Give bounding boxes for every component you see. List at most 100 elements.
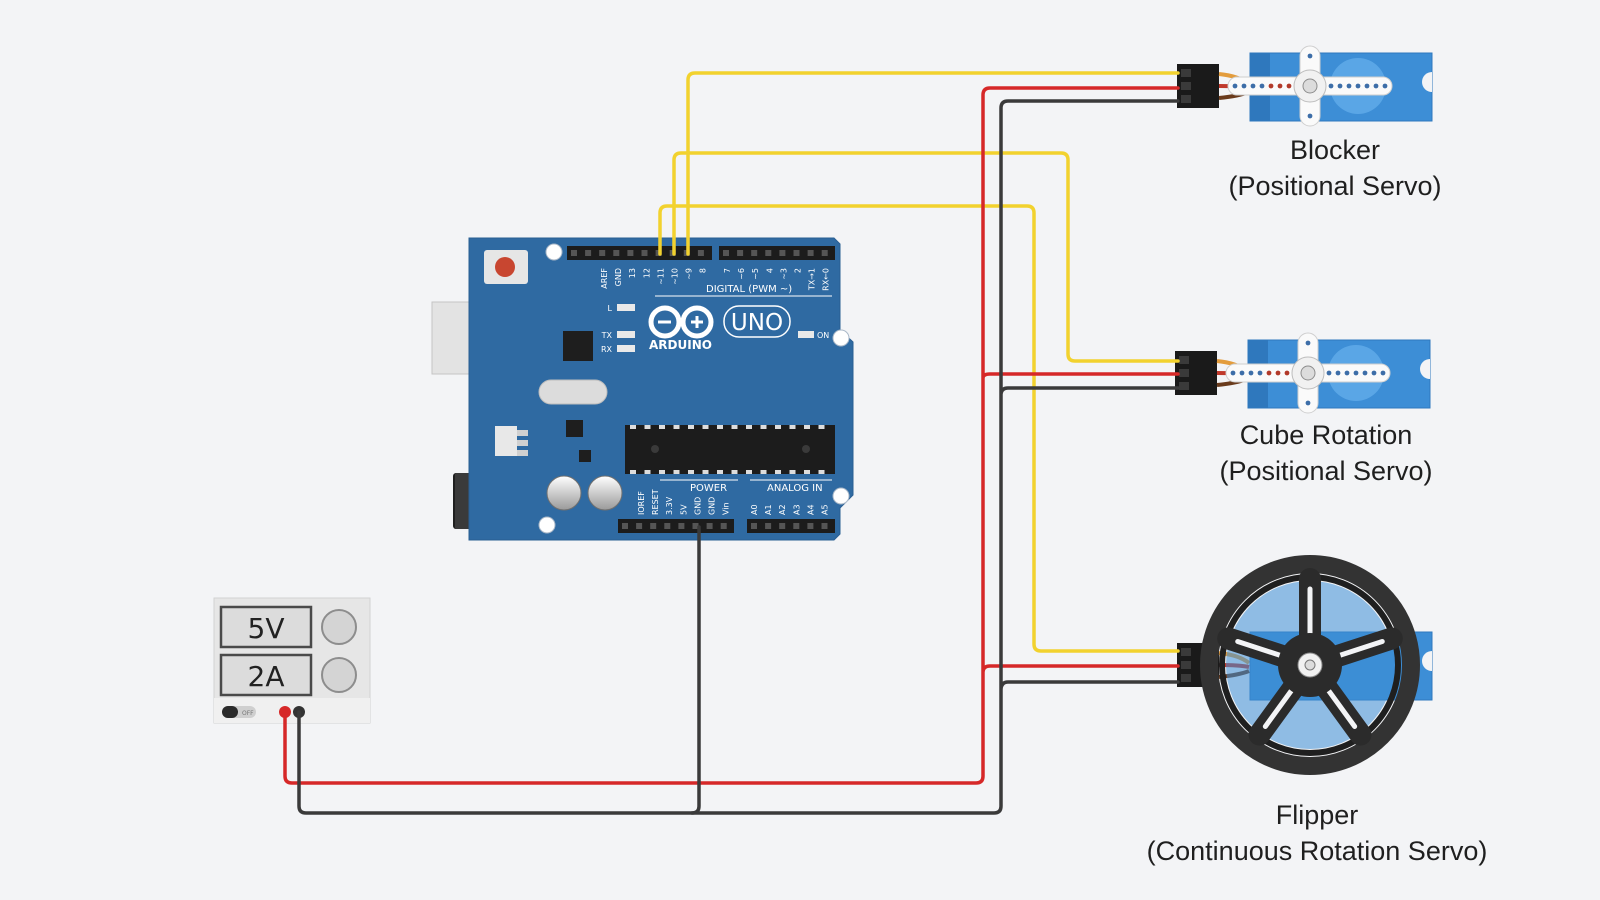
pin-label: ~10 xyxy=(671,268,680,285)
pin-label: 5V xyxy=(679,504,688,515)
header-pin-hole[interactable] xyxy=(779,523,786,529)
led-rx-label: RX xyxy=(601,345,613,354)
power-header-label: POWER xyxy=(690,483,727,494)
capacitor xyxy=(587,475,623,511)
mounting-hole xyxy=(832,329,850,347)
header-pin-hole[interactable] xyxy=(664,523,671,529)
pin-label: 2 xyxy=(794,268,803,273)
pin-label: RESET xyxy=(651,489,660,515)
uno-badge xyxy=(723,305,791,338)
signal-wire-cube-rotation[interactable] xyxy=(672,151,1180,363)
wires xyxy=(283,71,1180,815)
power-header[interactable] xyxy=(618,519,734,533)
pin-label: GND xyxy=(614,268,623,286)
header-pin-hole[interactable] xyxy=(571,250,577,256)
ground-wire[interactable] xyxy=(297,99,1180,815)
led-on-label: ON xyxy=(817,331,829,340)
pin-label: A0 xyxy=(750,504,759,515)
header-pin-hole[interactable] xyxy=(650,523,657,529)
header-pin-hole[interactable] xyxy=(678,523,685,529)
pin-label: A1 xyxy=(764,504,773,515)
arduino-gnd-wire[interactable] xyxy=(690,525,701,815)
current-value: 2A xyxy=(248,660,285,693)
header-pin-hole[interactable] xyxy=(641,250,648,256)
servo-name: Blocker xyxy=(1289,135,1381,165)
servo-caption-flipper: Flipper (Continuous Rotation Servo) xyxy=(1117,797,1517,869)
header-pin-hole[interactable] xyxy=(585,250,592,256)
signal-wire-blocker[interactable] xyxy=(686,71,1180,256)
led-rx xyxy=(617,345,635,352)
pin-label: AREF xyxy=(600,268,609,289)
header-pin-hole[interactable] xyxy=(723,250,729,256)
header-pin-hole[interactable] xyxy=(692,523,699,529)
atmega-chip xyxy=(625,425,835,474)
servo-name: Flipper xyxy=(1275,800,1359,830)
pin-label: ~11 xyxy=(656,268,665,285)
pin-label: A4 xyxy=(806,504,815,515)
digital-header-right[interactable] xyxy=(719,246,835,260)
header-pin-hole[interactable] xyxy=(636,523,643,529)
voltage-value: 5V xyxy=(248,612,285,645)
power-switch-label: OFF xyxy=(242,710,254,717)
servo-type: (Positional Servo) xyxy=(1219,456,1433,486)
capacitor xyxy=(546,475,582,511)
header-pin-hole[interactable] xyxy=(751,523,757,529)
led-tx-label: TX xyxy=(601,331,613,340)
led-l-label: L xyxy=(608,304,613,313)
header-pin-hole[interactable] xyxy=(793,250,800,256)
pin-label: 4 xyxy=(765,268,774,273)
pin-label: A2 xyxy=(778,504,787,515)
header-pin-hole[interactable] xyxy=(765,523,772,529)
flipper-wheel xyxy=(1200,555,1420,775)
pin-label: GND xyxy=(708,497,717,515)
header-pin-hole[interactable] xyxy=(821,250,828,256)
servo-name: Cube Rotation xyxy=(1239,420,1413,450)
header-pin-hole[interactable] xyxy=(706,523,713,529)
analog-header[interactable] xyxy=(747,519,835,533)
pin-label: A3 xyxy=(792,504,801,515)
led-l xyxy=(617,304,635,311)
header-pin-hole[interactable] xyxy=(697,250,704,256)
header-pin-hole[interactable] xyxy=(807,250,814,256)
bench-power-supply[interactable]: 5V 2A OFF xyxy=(213,597,371,724)
pin-label: 13 xyxy=(628,268,637,278)
pin-label: 12 xyxy=(642,268,651,278)
header-pin-hole[interactable] xyxy=(613,250,620,256)
arduino-uno-board[interactable]: L TX RX ON ARDUINO UNO AREF GND 13 12 ~11 ~10… xyxy=(431,237,854,541)
pin-label: ~5 xyxy=(751,268,760,280)
led-on xyxy=(798,331,814,338)
header-pin-hole[interactable] xyxy=(779,250,786,256)
header-pin-hole[interactable] xyxy=(737,250,744,256)
header-pin-hole[interactable] xyxy=(622,523,628,529)
pin-label: A5 xyxy=(821,504,830,515)
arduino-brand: ARDUINO xyxy=(649,338,712,352)
pin-label: 7 xyxy=(723,268,732,273)
voltage-knob[interactable] xyxy=(321,609,357,645)
header-pin-hole[interactable] xyxy=(807,523,814,529)
servo-type: (Positional Servo) xyxy=(1228,171,1442,201)
pin-label: RX←0 xyxy=(822,268,831,291)
pin-label: IOREF xyxy=(637,491,646,515)
header-pin-hole[interactable] xyxy=(627,250,634,256)
servo-caption-blocker: Blocker (Positional Servo) xyxy=(1195,132,1475,204)
power-wire[interactable] xyxy=(283,86,1180,785)
current-knob[interactable] xyxy=(321,657,357,693)
arduino-model: UNO xyxy=(731,310,783,336)
servo-type: (Continuous Rotation Servo) xyxy=(1146,836,1488,866)
servo-blocker[interactable] xyxy=(1177,45,1433,127)
servo-flipper[interactable] xyxy=(1177,555,1433,775)
header-pin-hole[interactable] xyxy=(765,250,772,256)
header-pin-hole[interactable] xyxy=(751,250,758,256)
header-pin-hole[interactable] xyxy=(720,523,727,529)
pin-label: 3.3V xyxy=(665,496,674,515)
digital-header-label: DIGITAL (PWM ~) xyxy=(706,284,792,295)
pin-label: 8 xyxy=(699,268,708,273)
signal-wire-flipper[interactable] xyxy=(658,204,1180,653)
analog-header-label: ANALOG IN xyxy=(767,483,823,494)
mounting-hole xyxy=(832,487,850,505)
header-pin-hole[interactable] xyxy=(599,250,606,256)
servo-cube-rotation[interactable] xyxy=(1175,332,1431,414)
crystal xyxy=(538,379,608,405)
header-pin-hole[interactable] xyxy=(821,523,828,529)
header-pin-hole[interactable] xyxy=(793,523,800,529)
